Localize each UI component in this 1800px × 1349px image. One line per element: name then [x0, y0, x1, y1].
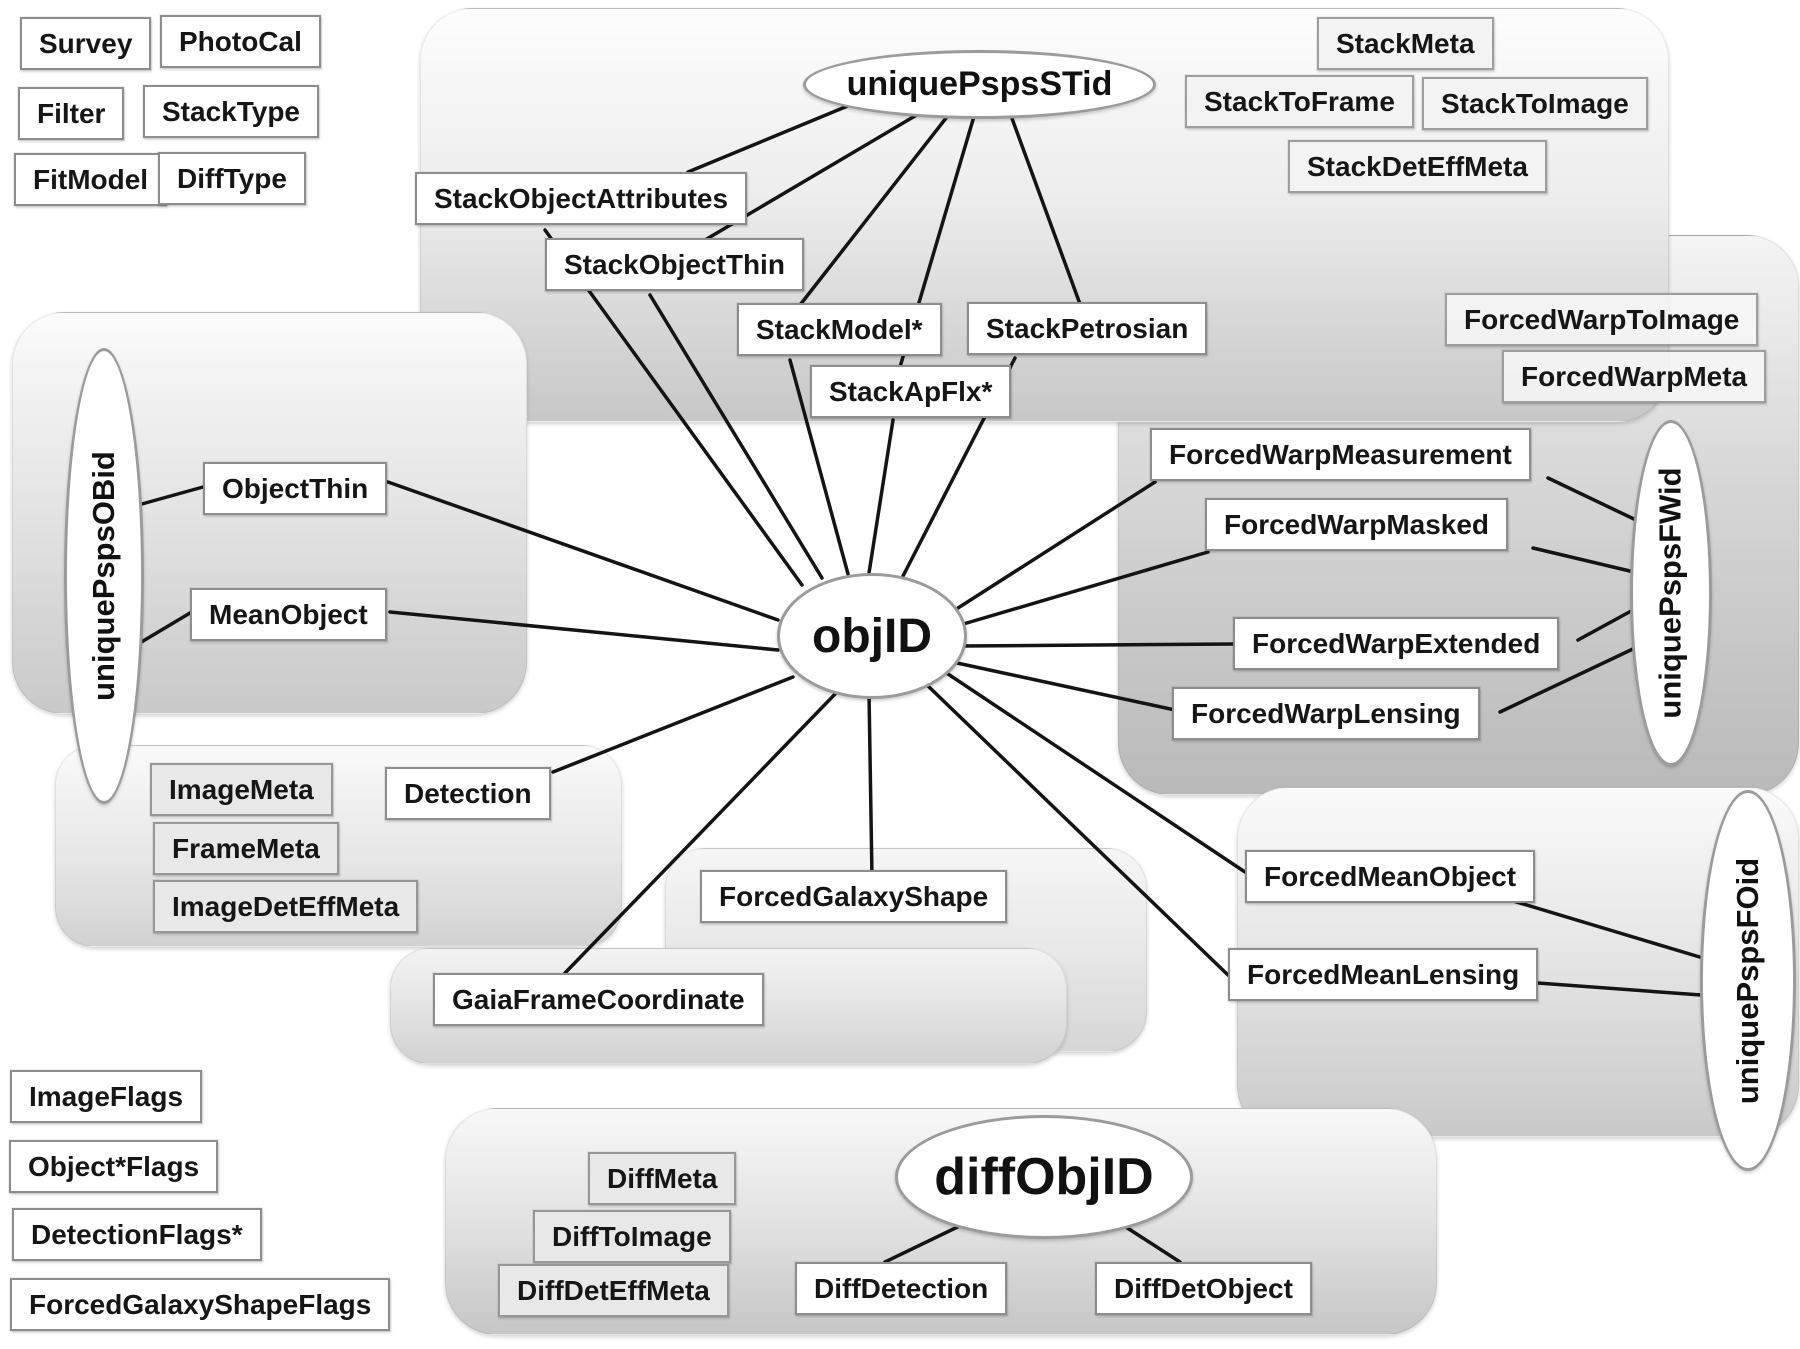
table-forcedmeanobject: ForcedMeanObject — [1245, 850, 1536, 904]
table-forcedwarpmeasurement: ForcedWarpMeasurement — [1150, 428, 1531, 482]
table-stackdeteffmeta: StackDetEffMeta — [1288, 140, 1547, 194]
table-objectflags: Object*Flags — [9, 1140, 219, 1194]
table-forcedmeanlensing: ForcedMeanLensing — [1228, 948, 1539, 1002]
hub-uniquepspsfwid-label: uniquePspsFWid — [1653, 467, 1689, 719]
edge-objid-gaiaframecoordinate — [563, 689, 840, 975]
table-diffdetection: DiffDetection — [795, 1262, 1008, 1316]
edge-stid-stackobjectattributes — [686, 103, 852, 174]
table-stacktype: StackType — [143, 85, 319, 139]
table-stackpetrosian: StackPetrosian — [967, 302, 1208, 356]
table-gaiaframecoordinate: GaiaFrameCoordinate — [433, 973, 764, 1027]
edge-objid-forcedwarpmasked — [958, 550, 1210, 627]
edge-objid-stackapflx — [867, 418, 895, 575]
table-fitmodel: FitModel — [14, 153, 168, 207]
table-photocal: PhotoCal — [160, 15, 321, 69]
table-meanobject: MeanObject — [190, 588, 387, 642]
edge-objid-detection — [551, 675, 795, 774]
table-forcedwarpextended: ForcedWarpExtended — [1233, 617, 1560, 671]
hub-uniquepspsstid-label: uniquePspsSTid — [846, 65, 1113, 103]
table-difftype: DiffType — [158, 152, 306, 206]
table-survey: Survey — [20, 17, 152, 71]
table-stacktoimage: StackToImage — [1422, 77, 1648, 131]
edge-objid-stackmodel — [788, 358, 850, 576]
hub-objid: objID — [777, 573, 967, 699]
hub-uniquepspsfoid-label: uniquePspsFOid — [1730, 857, 1766, 1104]
hub-uniquepspsstid: uniquePspsSTid — [803, 50, 1156, 119]
hub-objid-label: objID — [812, 609, 932, 663]
table-stacktoframe: StackToFrame — [1185, 75, 1414, 129]
edge-forcedwarplensing-fwid — [1498, 646, 1637, 714]
table-forcedgalaxyshape: ForcedGalaxyShape — [700, 870, 1008, 924]
table-imagedeteffmeta: ImageDetEffMeta — [153, 880, 419, 934]
table-diffmeta: DiffMeta — [588, 1152, 737, 1206]
edge-objid-forcedwarpextended — [959, 642, 1237, 648]
edge-stid-stackpetrosian — [1008, 111, 1082, 306]
table-stackobjectattributes: StackObjectAttributes — [415, 172, 748, 226]
edge-objid-forcedgalaxyshape — [867, 691, 874, 880]
edge-forcedwarpmasked-fwid — [1531, 546, 1636, 574]
hub-uniquepspsfwid: uniquePspsFWid — [1630, 420, 1712, 766]
hub-diffobjid: diffObjID — [895, 1115, 1193, 1239]
table-imagemeta: ImageMeta — [150, 763, 333, 817]
table-stackmodel: StackModel* — [737, 303, 942, 357]
edge-objid-meanobject — [388, 610, 780, 652]
table-stackobjectthin: StackObjectThin — [545, 238, 804, 292]
edge-objid-forcedmeanlensing — [926, 684, 1230, 977]
hub-uniquepspsobid: uniquePspsOBid — [64, 348, 144, 804]
table-forcedwarpmeta: ForcedWarpMeta — [1502, 350, 1767, 404]
edge-objid-forcedwarplensing — [955, 661, 1177, 712]
table-detection: Detection — [385, 767, 551, 821]
table-forcedgalaxyshapeflags: ForcedGalaxyShapeFlags — [10, 1278, 391, 1332]
table-diffdetobject: DiffDetObject — [1095, 1262, 1312, 1316]
edge-objid-forcedwarpmeasurement — [956, 480, 1157, 610]
table-forcedwarplensing: ForcedWarpLensing — [1172, 687, 1480, 741]
hub-diffobjid-label: diffObjID — [934, 1148, 1154, 1206]
table-imageflags: ImageFlags — [10, 1070, 203, 1124]
table-diffdeteffmeta: DiffDetEffMeta — [498, 1264, 729, 1318]
edge-objid-forcedmeanobject — [943, 670, 1247, 874]
edge-stid-stackmodel — [798, 111, 952, 307]
table-forcedwarptoimage: ForcedWarpToImage — [1445, 293, 1759, 347]
table-objectthin: ObjectThin — [203, 462, 388, 516]
table-stackapflx: StackApFlx* — [810, 365, 1012, 419]
hub-uniquepspsfoid: uniquePspsFOid — [1700, 790, 1796, 1171]
edge-objid-objectthin — [386, 480, 780, 622]
table-detectionflags: DetectionFlags* — [12, 1208, 262, 1262]
table-filter: Filter — [18, 87, 125, 141]
table-framemeta: FrameMeta — [153, 822, 339, 876]
edge-objid-stackobjectthin — [648, 293, 824, 580]
edge-obid-objectthin — [129, 485, 205, 509]
table-stackmeta: StackMeta — [1317, 17, 1494, 71]
edge-forcedwarpextended-fwid — [1576, 608, 1635, 642]
table-difftoimage: DiffToImage — [533, 1210, 731, 1264]
edge-forcedwarpmeasurement-fwid — [1546, 476, 1638, 522]
hub-uniquepspsobid-label: uniquePspsOBid — [86, 451, 121, 701]
table-forcedwarpmasked: ForcedWarpMasked — [1205, 498, 1509, 552]
